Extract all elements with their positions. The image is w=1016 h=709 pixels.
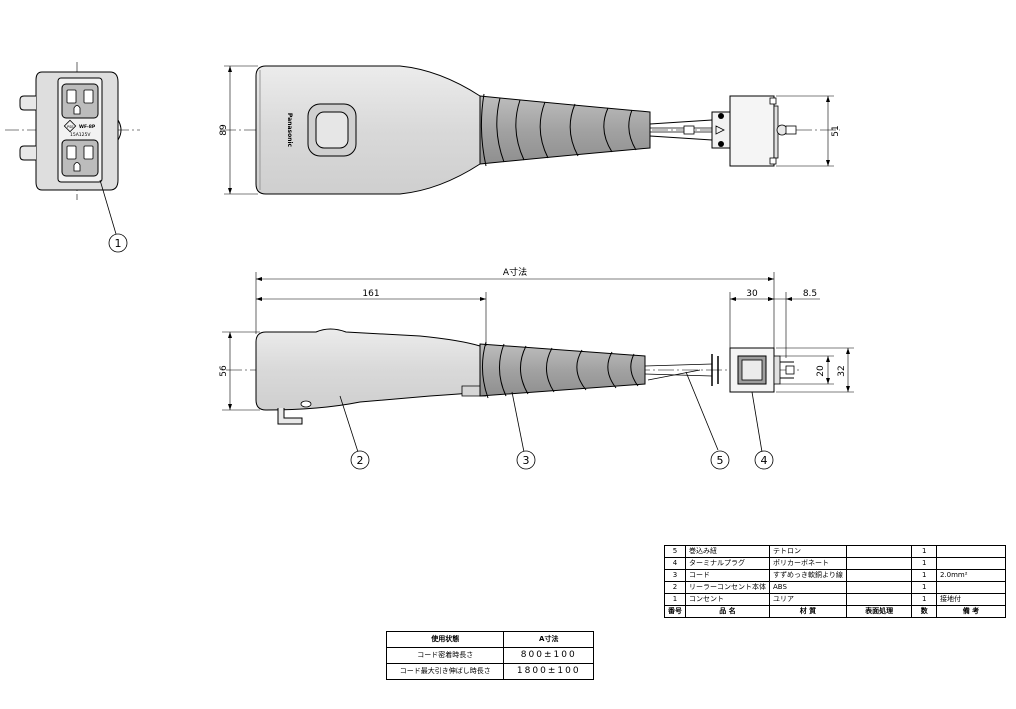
face-rating-text: 15A125V (70, 132, 91, 138)
parts-cell-finish (845, 557, 913, 570)
dim-51: 51 (831, 125, 841, 136)
parts-cell-note: 2.0mm² (935, 569, 1007, 582)
svg-text:1: 1 (115, 237, 122, 250)
parts-cell-note (935, 581, 1007, 594)
parts-cell-finish (845, 581, 913, 594)
svg-text:4: 4 (761, 454, 768, 467)
parts-cell-name: コード (685, 569, 770, 582)
parts-cell-no: 5 (664, 545, 686, 558)
usage-a-value: 1800±100 (503, 663, 594, 680)
parts-cell-no: 4 (664, 557, 686, 570)
usage-row: コード最大引き伸ばし時長さ 1800±100 (385, 663, 594, 680)
dim-30: 30 (746, 289, 758, 299)
parts-cell-note (935, 557, 1007, 570)
parts-cell-note: 接地付 (935, 593, 1007, 606)
dim-89: 89 (219, 124, 229, 136)
parts-cell-qty: 1 (911, 569, 937, 582)
dim-a: A寸法 (503, 266, 527, 278)
parts-cell-material: すずめっき軟銅より線 (769, 569, 847, 582)
parts-cell-no: 2 (664, 581, 686, 594)
parts-header-name: 品 名 (685, 605, 770, 618)
parts-cell-qty: 1 (911, 557, 937, 570)
parts-cell-name: コンセント (685, 593, 770, 606)
parts-cell-name: ターミナルプラグ (685, 557, 770, 570)
parts-cell-finish (845, 569, 913, 582)
parts-cell-no: 1 (664, 593, 686, 606)
dim-8-5: 8.5 (803, 289, 817, 299)
svg-text:3: 3 (523, 454, 530, 467)
side-view-dimensions: A寸法 161 30 8.5 56 20 (219, 266, 854, 411)
parts-cell-name: リーラーコンセント本体 (685, 581, 770, 594)
balloon-1: 1 (108, 233, 128, 253)
parts-cell-material: ユリア (769, 593, 847, 606)
outlet-face-view: PSE WF-8P 15A125V (5, 62, 140, 235)
parts-cell-finish (845, 593, 913, 606)
parts-cell-qty: 1 (911, 545, 937, 558)
dim-56: 56 (219, 365, 229, 377)
dim-20: 20 (816, 365, 826, 377)
usage-a-value: 800±100 (503, 647, 594, 664)
top-view-dimensions: 89 51 (219, 65, 841, 195)
balloon-5: 5 (710, 450, 730, 470)
parts-cell-note (935, 545, 1007, 558)
face-code-text: WF-8P (79, 124, 96, 130)
parts-cell-no: 3 (664, 569, 686, 582)
side-view (226, 328, 800, 425)
svg-text:5: 5 (717, 454, 724, 467)
usage-state: コード最大引き伸ばし時長さ (385, 663, 505, 680)
parts-cell-qty: 1 (911, 581, 937, 594)
parts-header-material: 材 質 (769, 605, 847, 618)
dim-32: 32 (837, 365, 847, 376)
parts-cell-qty: 1 (911, 593, 937, 606)
dim-161: 161 (362, 289, 379, 299)
usage-header-a: A寸法 (503, 631, 594, 648)
parts-header-qty: 数 (911, 605, 937, 618)
usage-row: コード密着時長さ 800±100 (385, 647, 594, 664)
parts-cell-material: ポリカーボネート (769, 557, 847, 570)
balloon-4: 4 (754, 450, 774, 470)
parts-header-row: 番号品 名材 質表面処理数備 考 (664, 605, 1007, 618)
usage-header-row: 使用状態 A寸法 (385, 631, 594, 648)
top-view: Panasonic (220, 65, 840, 195)
balloon-2: 2 (350, 450, 370, 470)
parts-cell-finish (845, 545, 913, 558)
leaders (339, 371, 763, 453)
parts-cell-material: ABS (769, 581, 847, 594)
svg-text:2: 2 (357, 454, 364, 467)
parts-cell-name: 巻込み紐 (685, 545, 770, 558)
parts-header-no: 番号 (664, 605, 686, 618)
usage-state: コード密着時長さ (385, 647, 505, 664)
parts-header-note: 備 考 (935, 605, 1007, 618)
usage-header-state: 使用状態 (385, 631, 505, 648)
usage-dimension-table: 使用状態 A寸法 コード密着時長さ 800±100 コード最大引き伸ばし時長さ … (385, 631, 594, 680)
brand-text: Panasonic (286, 113, 293, 148)
face-mark-text: PSE (67, 125, 74, 129)
balloon-3: 3 (516, 450, 536, 470)
parts-header-finish: 表面処理 (845, 605, 913, 618)
parts-cell-material: テトロン (769, 545, 847, 558)
